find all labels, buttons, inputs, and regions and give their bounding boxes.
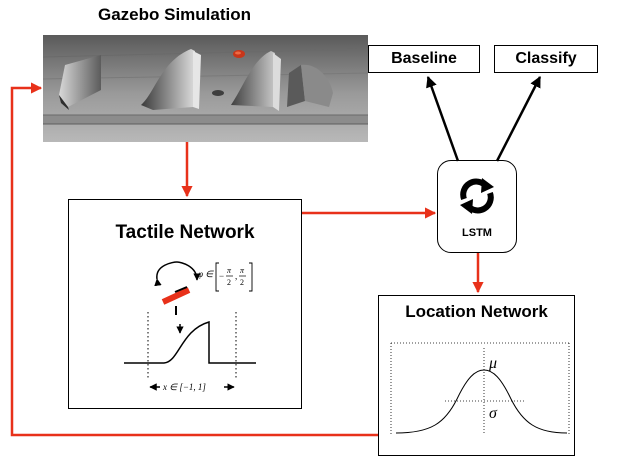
- lstm-box: LSTM: [437, 160, 517, 253]
- gaussian-curve: [395, 369, 568, 434]
- svg-text:π: π: [240, 266, 245, 275]
- tactile-sensor: [161, 287, 191, 305]
- svg-text:2: 2: [240, 278, 244, 287]
- object-profile-curve: [124, 321, 256, 364]
- arrow-lstm-to-baseline: [426, 75, 460, 162]
- baseline-box: Baseline: [368, 45, 480, 73]
- classify-box: Classify: [494, 45, 598, 73]
- arrow-lstm-to-classify: [495, 75, 542, 162]
- svg-text:2: 2: [227, 278, 231, 287]
- tactile-network-box: Tactile Network φ ∈ − π 2 ,: [68, 199, 302, 409]
- arrow-location-to-gazebo: [10, 82, 378, 437]
- rotation-arrow: [154, 261, 201, 287]
- refresh-cycle-icon: [460, 178, 494, 214]
- mu-label: μ: [488, 355, 497, 372]
- tactile-network-title: Tactile Network: [115, 222, 255, 243]
- lstm-label: LSTM: [462, 227, 492, 239]
- gazebo-title: Gazebo Simulation: [98, 5, 252, 24]
- classify-label: Classify: [515, 50, 577, 67]
- location-network-box: Location Network μ σ: [378, 295, 575, 456]
- gazebo-scene-image: [43, 35, 368, 142]
- sigma-label: σ: [489, 405, 498, 422]
- tactile-sensor-diagram: φ ∈ − π 2 , π 2 x ∈ [−1, 1]: [124, 261, 256, 392]
- x-range-formula: x ∈ [−1, 1]: [162, 382, 206, 392]
- svg-text:−: −: [219, 271, 224, 281]
- svg-text:φ ∈: φ ∈: [198, 269, 214, 279]
- gaussian-distribution-plot: μ σ: [390, 342, 570, 434]
- phi-range-formula: φ ∈ − π 2 , π 2: [198, 262, 253, 292]
- location-network-title: Location Network: [405, 302, 548, 321]
- baseline-label: Baseline: [391, 50, 457, 67]
- svg-text:,: ,: [235, 271, 237, 281]
- svg-text:π: π: [227, 266, 232, 275]
